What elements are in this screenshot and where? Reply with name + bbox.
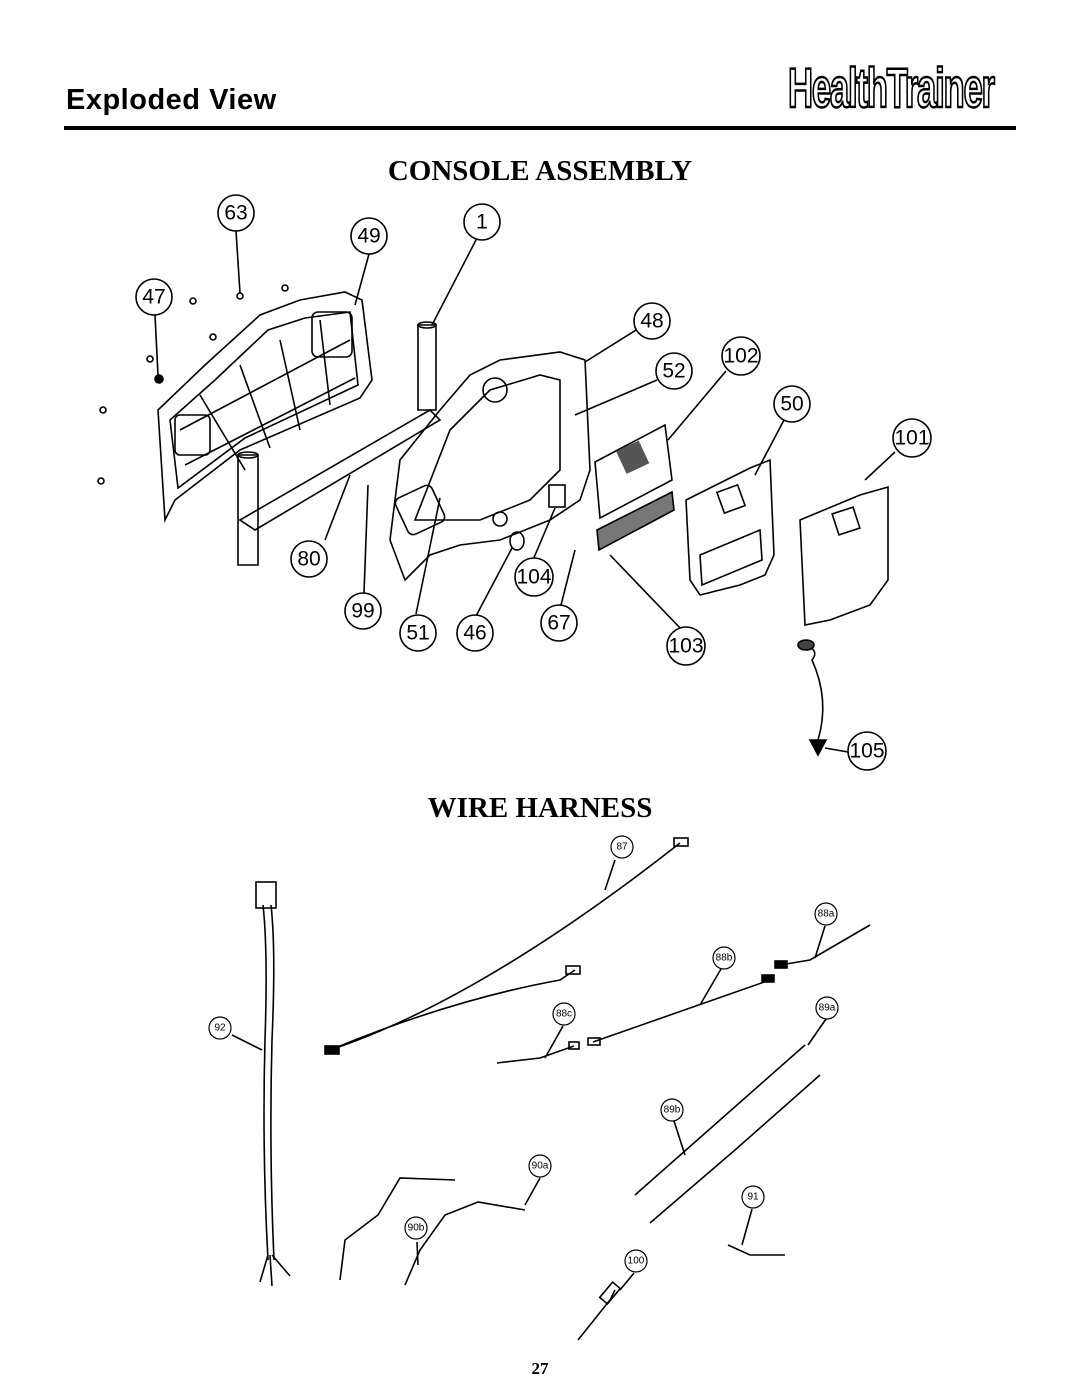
pulse-sensor-part	[804, 644, 824, 741]
callout-63: 63	[224, 202, 247, 225]
console-decal-part	[799, 485, 889, 626]
callout-89b: 89b	[664, 1105, 681, 1116]
console-overlay-part	[685, 458, 775, 596]
callout-90b: 90b	[408, 1223, 425, 1234]
console-assembly-title: CONSOLE ASSEMBLY	[387, 155, 693, 187]
callout-46: 46	[463, 622, 486, 645]
header-divider	[64, 126, 1016, 130]
wire-harness-title: WIRE HARNESS	[427, 792, 653, 824]
brand-logo: HealthTrainer	[787, 56, 996, 119]
callout-50: 50	[780, 393, 803, 416]
callout-80: 80	[297, 548, 320, 571]
page-section-title: Exploded View	[66, 84, 277, 116]
callout-89a: 89a	[819, 1003, 836, 1014]
callout-88b: 88b	[716, 953, 733, 964]
callout-67: 67	[547, 612, 570, 635]
callout-104: 104	[516, 566, 551, 589]
circuit-board-part	[594, 423, 673, 520]
callout-92: 92	[214, 1023, 226, 1034]
main-harness-part	[329, 842, 681, 1051]
callout-102: 102	[723, 345, 758, 368]
page-number: 27	[531, 1359, 549, 1378]
callout-91: 91	[747, 1192, 759, 1203]
power-cord-part	[262, 904, 269, 1261]
back-cover-part	[157, 291, 373, 524]
callout-88c: 88c	[556, 1009, 572, 1020]
callout-49: 49	[357, 225, 380, 248]
callout-1: 1	[476, 211, 488, 234]
callout-87: 87	[616, 842, 628, 853]
callout-99: 99	[351, 600, 374, 623]
callout-47: 47	[142, 286, 165, 309]
callout-90a: 90a	[532, 1161, 549, 1172]
console-housing-part	[389, 351, 591, 582]
callout-100: 100	[628, 1256, 645, 1267]
callout-51: 51	[406, 622, 429, 645]
callout-103: 103	[668, 635, 703, 658]
callout-52: 52	[662, 360, 685, 383]
callout-101: 101	[894, 427, 929, 450]
callout-105: 105	[849, 740, 884, 763]
callout-88a: 88a	[818, 909, 835, 920]
callout-48: 48	[640, 310, 663, 333]
frame-tube-part	[417, 324, 437, 411]
